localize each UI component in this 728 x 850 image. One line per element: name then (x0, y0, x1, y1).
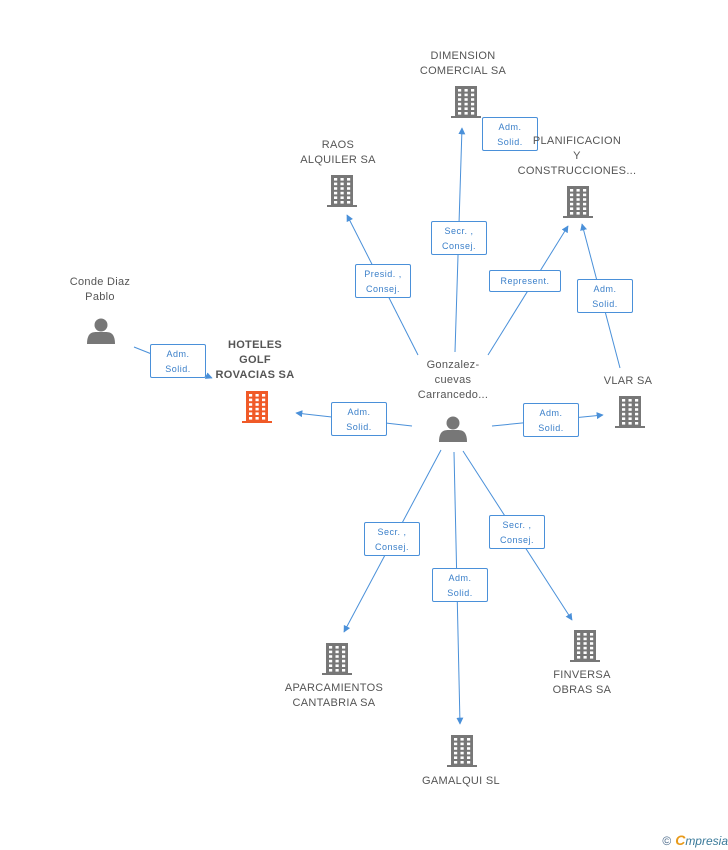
person-icon-gonzalez[interactable] (439, 416, 467, 443)
edge-label-line: Presid. , (364, 269, 402, 279)
edge-label-line: Adm. (448, 573, 472, 583)
node-label-line: CONSTRUCCIONES... (517, 165, 637, 177)
node-label-line: CANTABRIA SA (292, 697, 376, 709)
edge-label-conde-to-hoteles[interactable]: Adm. Solid. (150, 344, 206, 378)
node-label-line: Carrancedo... (417, 389, 489, 401)
copyright-icon: © (662, 834, 672, 848)
edge-label-gonzalez-to-vlar[interactable]: Adm. Solid. (523, 403, 579, 437)
edge-label-gonzalez-to-hoteles[interactable]: Adm. Solid. (331, 402, 387, 436)
edge-label-line: Solid. (165, 364, 191, 374)
building-icon-hoteles[interactable] (242, 391, 272, 423)
edge-label-line: Represent. (500, 276, 550, 286)
node-label-aparcamientos[interactable]: APARCAMIENTOS CANTABRIA SA (285, 681, 383, 711)
node-label-line: OBRAS SA (552, 684, 612, 696)
edge-label-vlar-to-planificacion[interactable]: Adm. Solid. (577, 279, 633, 313)
edge-label-line: Consej. (499, 535, 534, 545)
node-label-line: GOLF (239, 354, 271, 366)
edge-label-line: Solid. (447, 588, 473, 598)
node-label-hoteles[interactable]: HOTELES GOLF ROVACIAS SA (216, 338, 295, 383)
node-label-line: Y (573, 150, 581, 162)
node-label-line: COMERCIAL SA (419, 65, 507, 77)
building-icon-finversa[interactable] (570, 630, 600, 662)
node-label-line: PLANIFICACION (532, 135, 622, 147)
building-icon-vlar[interactable] (615, 396, 645, 428)
edge-label-line: Solid. (497, 137, 523, 147)
node-label-line: ALQUILER SA (300, 154, 376, 166)
edge-label-line: Adm. (166, 349, 190, 359)
node-label-line: ROVACIAS SA (215, 369, 295, 381)
edge-label-gonzalez-to-raos[interactable]: Presid. , Consej. (355, 264, 411, 298)
brand-logo-text: mpresia (685, 834, 728, 848)
node-label-line: RAOS (321, 139, 355, 151)
footer: ©Cmpresia (662, 832, 728, 848)
node-label-finversa[interactable]: FINVERSA OBRAS SA (553, 668, 612, 698)
building-icon-aparcamientos[interactable] (322, 643, 352, 675)
node-label-line: Gonzalez- (426, 359, 480, 371)
edge-label-line: Secr. , (444, 226, 474, 236)
node-label-line: VLAR SA (603, 375, 653, 387)
edge-label-line: Solid. (346, 422, 372, 432)
node-label-line: GAMALQUI SL (422, 775, 500, 787)
edge-label-line: Consej. (365, 284, 400, 294)
node-label-line: DIMENSION (430, 50, 496, 62)
node-label-line: cuevas (434, 374, 472, 386)
edge-label-line: Secr. , (377, 527, 407, 537)
node-label-line: Conde Diaz (69, 276, 131, 288)
edge-label-gonzalez-to-dimension[interactable]: Secr. , Consej. (431, 221, 487, 255)
node-label-dimension[interactable]: DIMENSION COMERCIAL SA (420, 49, 506, 79)
node-label-planificacion[interactable]: PLANIFICACION Y CONSTRUCCIONES... (518, 134, 637, 179)
edge-label-gonzalez-to-finversa[interactable]: Secr. , Consej. (489, 515, 545, 549)
person-icon-conde[interactable] (87, 318, 115, 345)
node-label-raos[interactable]: RAOS ALQUILER SA (300, 138, 375, 168)
edge-label-line: Adm. (498, 122, 522, 132)
edge-label-line: Adm. (539, 408, 563, 418)
edge-label-gonzalez-to-aparcamientos[interactable]: Secr. , Consej. (364, 522, 420, 556)
building-icon-dimension[interactable] (451, 86, 481, 118)
edge-label-dimension-to-dimension[interactable]: Adm. Solid. (482, 117, 538, 151)
node-label-line: HOTELES (227, 339, 283, 351)
edge-label-gonzalez-to-planificacion[interactable]: Represent. (489, 270, 561, 292)
edge-label-line: Consej. (441, 241, 476, 251)
node-label-gamalqui[interactable]: GAMALQUI SL (422, 774, 500, 789)
edge-label-line: Solid. (592, 299, 618, 309)
building-icon-gamalqui[interactable] (447, 735, 477, 767)
building-icon-raos[interactable] (327, 175, 357, 207)
edge-label-line: Adm. (347, 407, 371, 417)
edge-label-gonzalez-to-gamalqui[interactable]: Adm. Solid. (432, 568, 488, 602)
edge-label-line: Secr. , (502, 520, 532, 530)
brand-logo-letter: C (675, 832, 686, 848)
edge-label-line: Solid. (538, 423, 564, 433)
node-label-line: FINVERSA (553, 669, 611, 681)
edge-label-line: Consej. (374, 542, 409, 552)
node-label-line: APARCAMIENTOS (284, 682, 384, 694)
edge-label-line: Adm. (593, 284, 617, 294)
building-icon-planificacion[interactable] (563, 186, 593, 218)
node-label-vlar[interactable]: VLAR SA (604, 374, 653, 389)
node-label-line: Pablo (85, 291, 115, 303)
